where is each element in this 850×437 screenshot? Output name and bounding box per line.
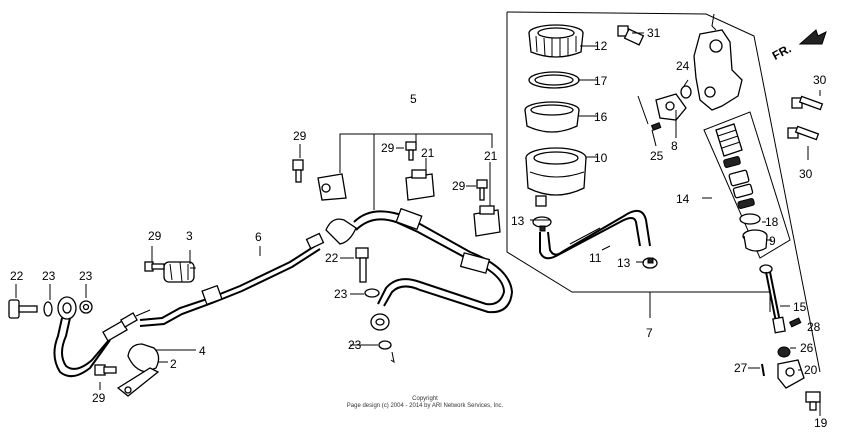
bolt-22-middle [355,247,369,283]
bolt-30-lower [787,125,820,141]
callouts: 1 2 3 4 5 6 7 8 9 10 11 12 13 13 14 15 1… [10,26,828,430]
callout-5[interactable]: 5 [410,92,417,106]
joint-8 [637,93,687,125]
cup-9 [742,229,768,252]
callout-12[interactable]: 12 [594,39,608,53]
callout-29-c[interactable]: 29 [293,129,307,143]
rear-brake-hose [53,296,151,378]
callout-8[interactable]: 8 [671,139,678,153]
callout-23-d[interactable]: 23 [348,338,362,352]
bolt-29-c [476,179,488,201]
front-arrow-icon [798,29,827,45]
leader-5 [339,133,493,210]
bolt-31 [617,25,645,46]
brake-hose-middle [325,207,514,331]
reservoir-ring-17 [528,71,580,89]
outline-14 [703,111,791,259]
callout-11[interactable]: 11 [589,251,602,265]
callout-3[interactable]: 3 [186,229,193,243]
bolt-30-upper [791,95,824,111]
outline-7 [506,11,821,373]
callout-29-d[interactable]: 29 [381,141,395,155]
o-ring-24 [680,85,692,99]
callout-13-lower[interactable]: 13 [617,256,631,270]
callout-10[interactable]: 10 [594,151,608,165]
reservoir-cap-12 [528,24,584,58]
master-cylinder-body [693,13,743,111]
spring-18 [739,213,761,225]
bolt-19 [805,391,821,411]
bracket-21-right [473,205,501,237]
washer-23-left [43,301,53,317]
pin-27 [761,363,765,377]
leader-lines [15,32,821,416]
washer-23-middle-a [364,288,380,298]
callout-20[interactable]: 20 [804,363,818,377]
cotter-pin-28 [788,317,802,328]
callout-21-left[interactable]: 21 [421,146,435,160]
callout-23-b[interactable]: 23 [79,269,93,283]
callout-16[interactable]: 16 [594,110,608,124]
piston-assembly [723,156,755,209]
diaphragm-16 [524,101,580,133]
hose-clip-13-upper [532,216,552,232]
callout-26[interactable]: 26 [800,341,814,355]
bolt-29-b [405,141,417,161]
hose-clamp-2 [116,343,160,397]
washer-23-middle-b [378,340,392,350]
push-rod-15 [759,264,786,334]
callout-15[interactable]: 15 [793,300,807,314]
clip-25 [650,122,662,131]
callout-21-right[interactable]: 21 [484,149,498,163]
bolt-29-bottom [94,364,117,376]
callout-29-e[interactable]: 29 [452,179,466,193]
callout-28[interactable]: 28 [807,320,821,334]
nut-26 [777,346,791,358]
callout-30-upper[interactable]: 30 [813,73,827,87]
piston-boot [715,123,743,157]
callout-14[interactable]: 14 [676,192,690,206]
callout-7[interactable]: 7 [646,326,653,340]
callout-2[interactable]: 2 [170,357,177,371]
callout-29-b[interactable]: 29 [92,391,106,405]
callout-31[interactable]: 31 [647,26,661,40]
callout-24[interactable]: 24 [676,59,690,73]
callout-6[interactable]: 6 [255,230,262,244]
callout-29-a[interactable]: 29 [148,229,162,243]
bolt-22-left [8,299,38,319]
callout-4[interactable]: 4 [199,344,206,358]
bolt-29-a [292,159,304,183]
reservoir-hose-11 [539,209,651,260]
callout-23-c[interactable]: 23 [334,287,348,301]
callout-18[interactable]: 18 [765,215,779,229]
copyright-notice: Copyright Page design (c) 2004 - 2014 by… [300,396,550,410]
callout-30-lower[interactable]: 30 [799,167,813,181]
copyright-text: Page design (c) 2004 - 2014 by ARI Netwo… [346,403,504,409]
joint-20 [777,359,805,389]
callout-25[interactable]: 25 [650,149,664,163]
callout-27[interactable]: 27 [734,361,748,375]
brake-pipe-6 [139,232,325,327]
callout-22-left[interactable]: 22 [10,269,24,283]
direction-label: FR. [770,41,794,62]
callout-22-middle[interactable]: 22 [325,251,339,265]
callout-23-a[interactable]: 23 [42,269,56,283]
hose-clip-13-lower [642,257,658,269]
washer-23-right [79,300,93,314]
callout-13-upper[interactable]: 13 [511,214,525,228]
clamp-3 [144,261,195,283]
copyright-title: Copyright [412,396,438,402]
callout-17[interactable]: 17 [594,74,608,88]
reservoir-10 [525,147,587,207]
callout-9[interactable]: 9 [769,234,776,248]
bracket-21-left [405,169,435,201]
clip-left [317,173,347,201]
callout-19[interactable]: 19 [814,416,828,430]
